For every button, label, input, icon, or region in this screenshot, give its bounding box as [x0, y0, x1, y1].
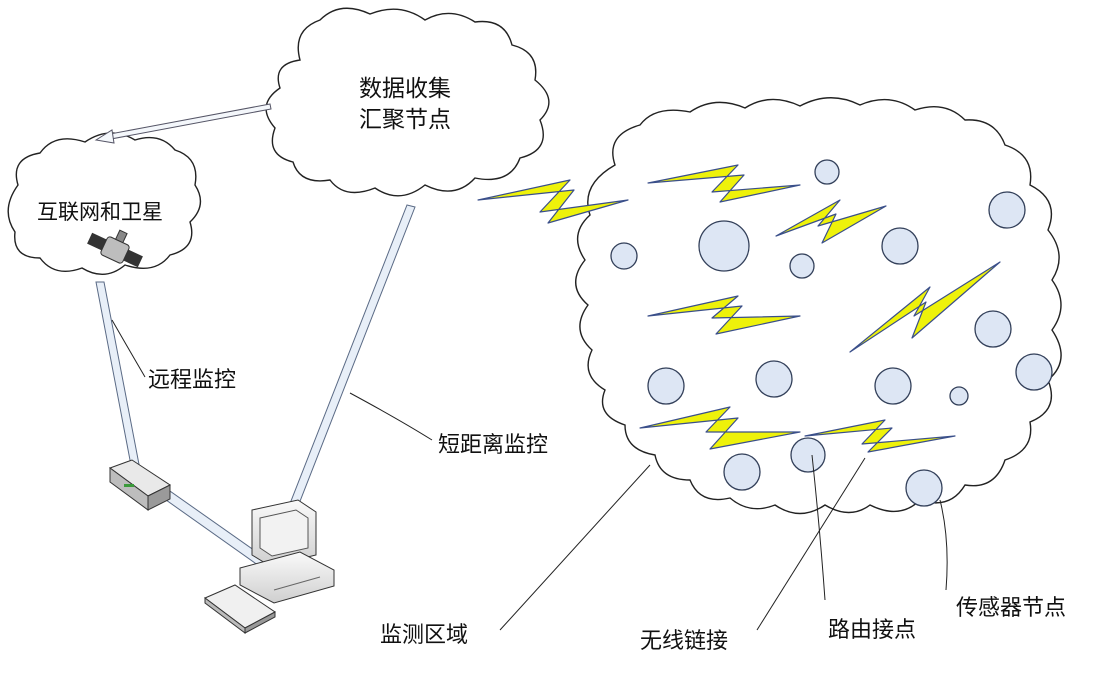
sensor-node-circle	[790, 437, 826, 473]
sensor-node-circle	[874, 367, 912, 405]
router-icon	[108, 459, 171, 511]
sensor-node-circle	[974, 310, 1012, 348]
leader-lines	[111, 319, 948, 631]
satellite-icon	[87, 229, 143, 268]
wireless-links	[477, 164, 1001, 453]
keyboard-icon	[204, 584, 276, 634]
uplink-arrow	[94, 103, 272, 144]
sensor-nodes	[610, 159, 1053, 507]
wireless-link-label: 无线链接	[640, 629, 728, 654]
monitoring-area-label: 监测区域	[380, 623, 468, 648]
lightning-bolt-icon	[639, 406, 801, 450]
short-range-monitoring-label: 短距离监控	[438, 433, 548, 458]
lightning-bolt-icon	[849, 261, 1001, 353]
sensor-node-circle	[723, 453, 761, 491]
sensor-node-circle	[789, 253, 815, 279]
lightning-bolt-icon	[477, 179, 629, 224]
remote-link	[95, 281, 143, 482]
data-collection-label-line2: 汇聚节点	[359, 107, 451, 133]
sensor-node-circle	[905, 469, 943, 507]
lightning-bolt-icon	[647, 164, 801, 203]
remote-monitoring-label: 远程监控	[148, 368, 236, 393]
desktop-computer-icon	[239, 499, 335, 604]
data-collection-label-line1: 数据收集	[359, 76, 451, 102]
sensor-node-label: 传感器节点	[956, 596, 1066, 621]
data-collection-cloud: 数据收集 汇聚节点	[265, 7, 550, 197]
internet-satellite-cloud: 互联网和卫星	[7, 132, 202, 275]
sensor-node-circle	[647, 367, 685, 405]
sensor-node-circle	[755, 360, 793, 398]
sensor-node-circle	[698, 220, 750, 272]
sensor-node-circle	[881, 227, 919, 265]
internet-satellite-label: 互联网和卫星	[37, 200, 163, 224]
sensor-node-circle	[949, 386, 969, 406]
routing-node-label: 路由接点	[828, 618, 916, 643]
sensor-node-circle	[1015, 353, 1053, 391]
sensor-node-circle	[814, 159, 840, 185]
sensor-node-circle	[610, 242, 638, 270]
sensor-node-circle	[988, 191, 1026, 229]
lightning-bolt-icon	[804, 419, 956, 453]
lightning-bolt-icon	[647, 295, 801, 335]
monitoring-area-cloud	[575, 97, 1062, 515]
lightning-bolt-icon	[775, 199, 887, 244]
